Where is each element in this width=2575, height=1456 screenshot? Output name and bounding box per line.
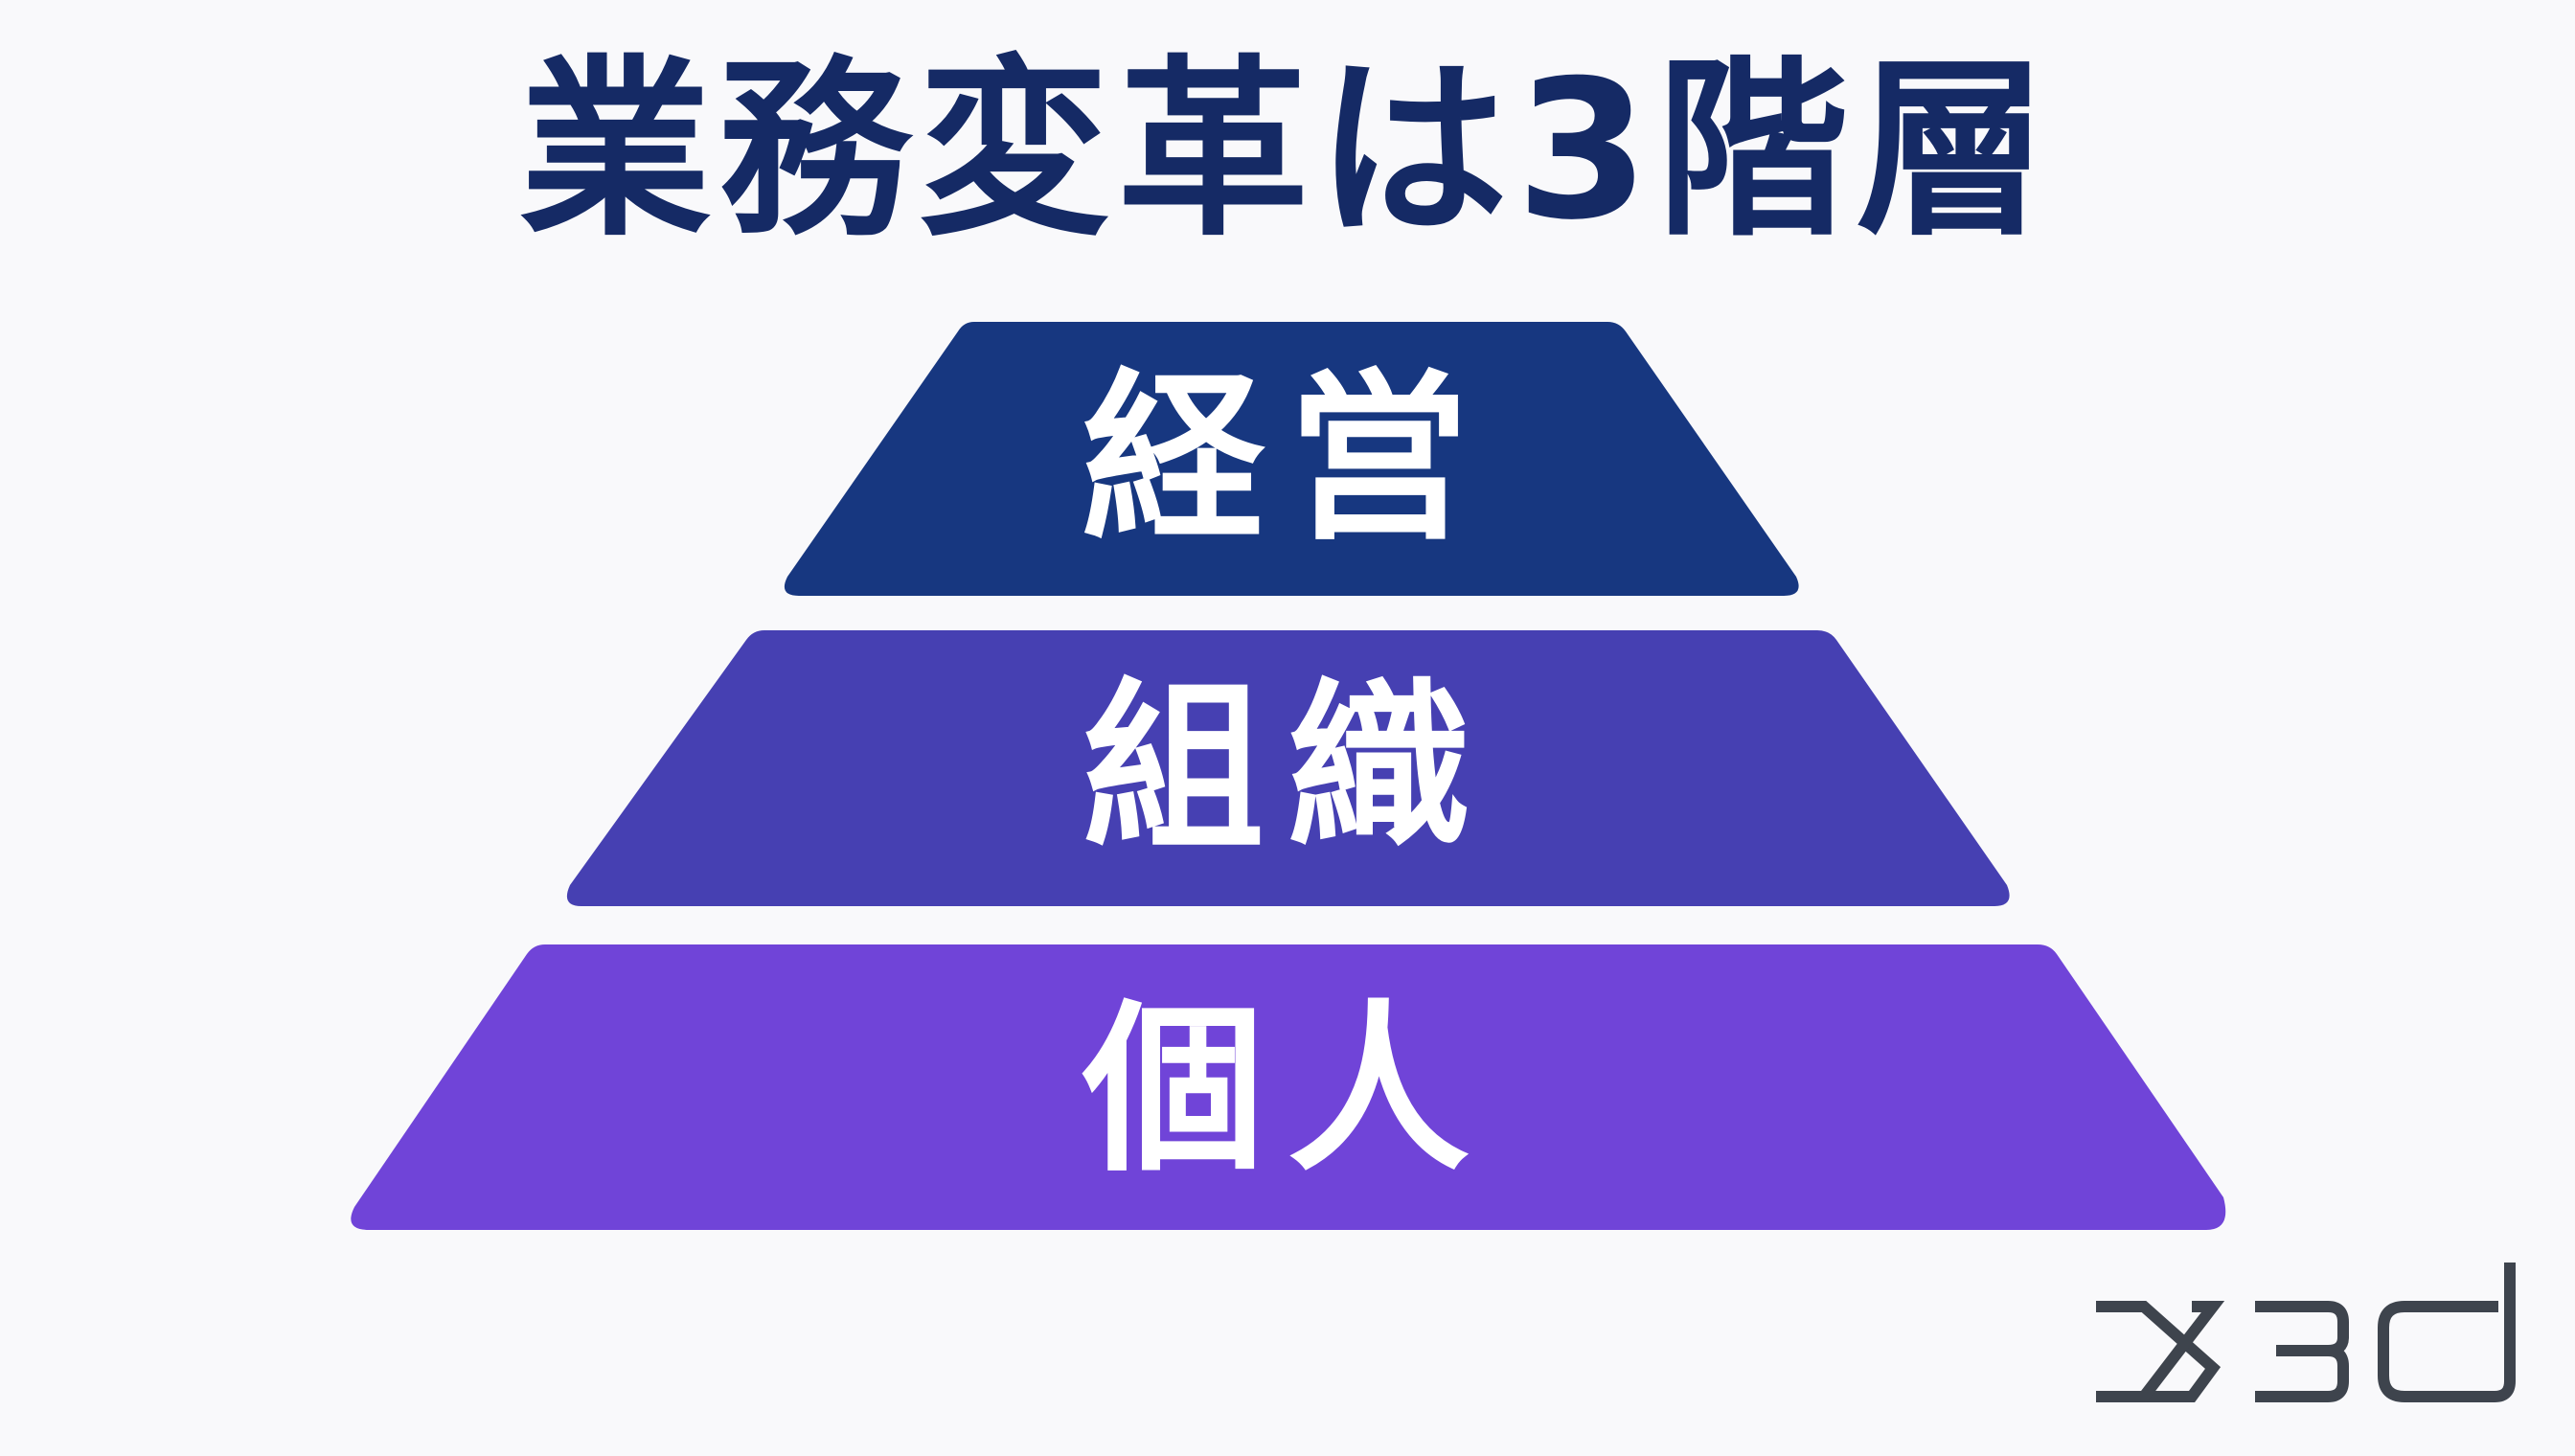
x3d-logo: x3d: [2096, 1263, 2516, 1402]
slide-title: 業務変革は3階層: [519, 39, 2056, 262]
pyramid-tier-top-label: 経営: [1082, 353, 1493, 565]
pyramid-tier-middle: [566, 630, 2010, 906]
pyramid-tier-middle-label: 組織: [1082, 663, 1493, 875]
pyramid-tier-bottom: [351, 944, 2226, 1230]
pyramid-tier-top: [784, 322, 1799, 596]
pyramid-tier-bottom-label: 個人: [1082, 985, 1493, 1196]
